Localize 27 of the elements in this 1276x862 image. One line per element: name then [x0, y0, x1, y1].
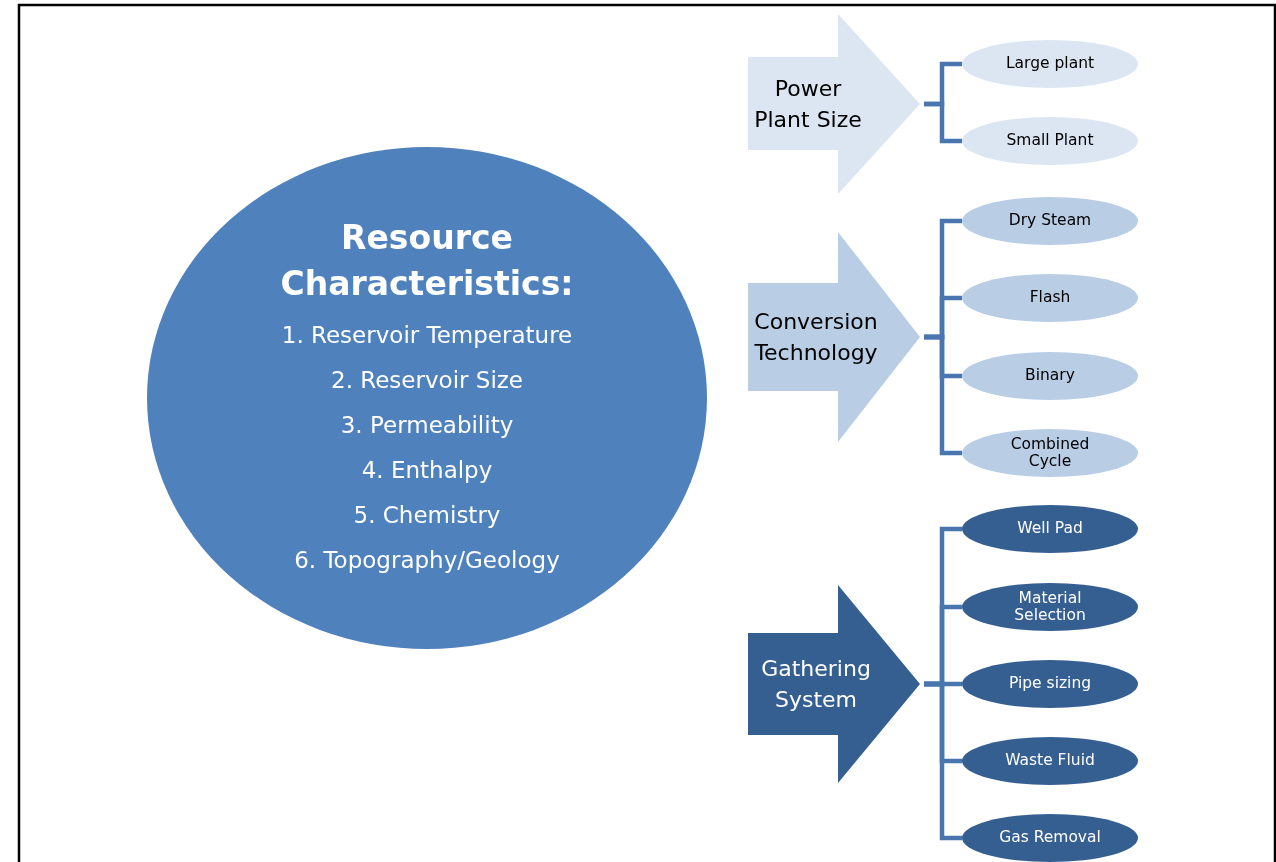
- banner-label: Conversion Technology: [753, 308, 879, 367]
- option-label: Dry Steam: [1008, 212, 1092, 230]
- circle-heading: Resource Characteristics:: [279, 217, 575, 305]
- option-label: Waste Fluid: [1005, 752, 1095, 770]
- list-item: 3. Permeability: [339, 411, 515, 440]
- bracket-connector: [924, 101, 962, 144]
- list-item: 5. Chemistry: [352, 501, 502, 530]
- banner-label: Power Plant Size: [753, 74, 863, 134]
- option-label: Binary: [1025, 367, 1075, 385]
- pointed-banner: [748, 232, 920, 442]
- bracket-connector: [924, 681, 962, 841]
- list-item: 4. Enthalpy: [360, 456, 494, 485]
- option-label: Large plant: [1005, 55, 1095, 73]
- list-item: 1. Reservoir Temperature: [280, 321, 574, 350]
- option-label: Flash: [1029, 289, 1071, 307]
- list-item: 6. Topography/Geology: [293, 546, 561, 575]
- option-label: Small Plant: [1006, 132, 1094, 150]
- pointed-banner: [748, 14, 920, 194]
- pointed-banner: [748, 585, 920, 783]
- option-label: Combined Cycle: [1009, 435, 1091, 471]
- list-item: 2. Reservoir Size: [330, 366, 524, 395]
- banner-label: Gathering System: [760, 655, 872, 714]
- option-label: Material Selection: [1013, 589, 1087, 625]
- bracket-connector: [924, 334, 962, 456]
- option-label: Gas Removal: [999, 829, 1101, 847]
- option-label: Well Pad: [1017, 520, 1083, 538]
- option-label: Pipe sizing: [1008, 675, 1092, 693]
